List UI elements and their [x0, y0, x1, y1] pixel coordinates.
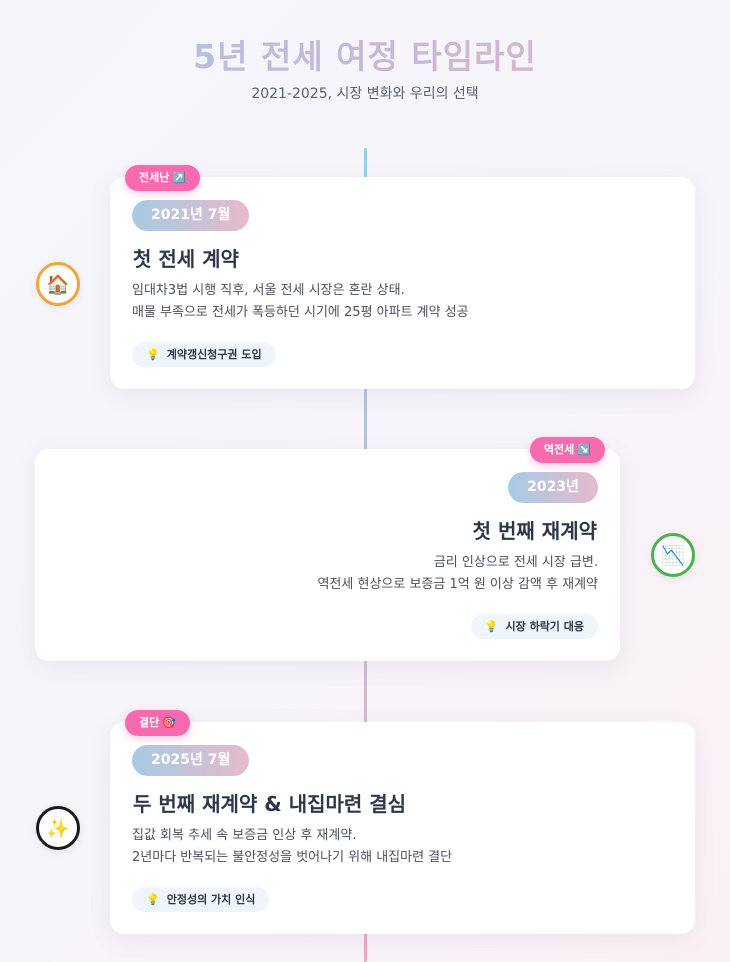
lightbulb-icon: 💡 — [484, 620, 499, 633]
description-line: 금리 인상으로 전세 시장 급변. — [433, 555, 598, 570]
insight-label: 시장 하락기 대응 — [505, 620, 585, 633]
description-line: 매물 부족으로 전세가 폭등하던 시기에 25평 아파트 계약 성공 — [132, 305, 469, 320]
tag-badge: 전세난↗️ — [125, 165, 201, 191]
description-line: 역전세 현상으로 보증금 1억 원 이상 감액 후 재계약 — [317, 577, 598, 592]
trend-up-icon: ↗️ — [172, 171, 187, 184]
tag-label: 역전세 — [543, 443, 575, 456]
date-pill: 2023년 — [508, 472, 598, 503]
tag-label: 전세난 — [139, 171, 170, 184]
insight-chip: 💡 계약갱신청구권 도입 — [132, 342, 276, 367]
tag-label: 결단 — [139, 716, 160, 729]
lightbulb-icon: 💡 — [146, 348, 160, 361]
page-title: 5년 전세 여정 타임라인 — [0, 30, 730, 78]
date-pill: 2025년 7월 — [132, 745, 250, 776]
chart-decreasing-icon-glyph: 📉 — [661, 544, 685, 567]
insight-chip: 💡 안정성의 가치 인식 — [132, 887, 270, 912]
timeline-card-2025: 결단🎯 2025년 7월 두 번째 재계약 & 내집마련 결심 집값 회복 추세… — [110, 710, 695, 934]
chart-decreasing-icon: 📉 — [651, 533, 695, 577]
lightbulb-icon: 💡 — [146, 893, 160, 906]
description-line: 집값 회복 추세 속 보증금 인상 후 재계약. — [132, 828, 357, 843]
insight-label: 계약갱신청구권 도입 — [166, 348, 262, 361]
page-subtitle: 2021-2025, 시장 변화와 우리의 선택 — [251, 86, 479, 102]
trend-down-icon: ↘️ — [577, 443, 591, 456]
insight-label: 안정성의 가치 인식 — [166, 893, 256, 906]
sparkles-icon-glyph: ✨ — [46, 817, 70, 840]
insight-chip: 💡 시장 하락기 대응 — [470, 614, 598, 639]
card-title: 첫 번째 재계약 — [472, 519, 597, 543]
card-description: 집값 회복 추세 속 보증금 인상 후 재계약. 2년마다 반복되는 불안정성을… — [132, 825, 452, 869]
sparkles-icon: ✨ — [36, 806, 80, 850]
house-icon-glyph: 🏠 — [46, 273, 70, 296]
card-title: 두 번째 재계약 & 내집마련 결심 — [133, 792, 407, 816]
card-description: 임대차3법 시행 직후, 서울 전세 시장은 혼란 상태. 매물 부족으로 전세… — [132, 280, 469, 324]
house-icon: 🏠 — [36, 262, 80, 306]
tag-badge: 결단🎯 — [125, 710, 190, 736]
description-line: 임대차3법 시행 직후, 서울 전세 시장은 혼란 상태. — [132, 283, 405, 298]
timeline-card-2021: 전세난↗️ 2021년 7월 첫 전세 계약 임대차3법 시행 직후, 서울 전… — [110, 165, 695, 389]
date-pill: 2021년 7월 — [132, 200, 250, 231]
timeline-card-2023: 역전세↘️ 2023년 첫 번째 재계약 금리 인상으로 전세 시장 급변. 역… — [35, 437, 620, 661]
card-title: 첫 전세 계약 — [133, 247, 239, 271]
card-description: 금리 인상으로 전세 시장 급변. 역전세 현상으로 보증금 1억 원 이상 감… — [317, 552, 598, 596]
description-line: 2년마다 반복되는 불안정성을 벗어나기 위해 내집마련 결단 — [132, 850, 453, 865]
tag-badge: 역전세↘️ — [529, 437, 605, 463]
target-icon: 🎯 — [162, 716, 176, 729]
